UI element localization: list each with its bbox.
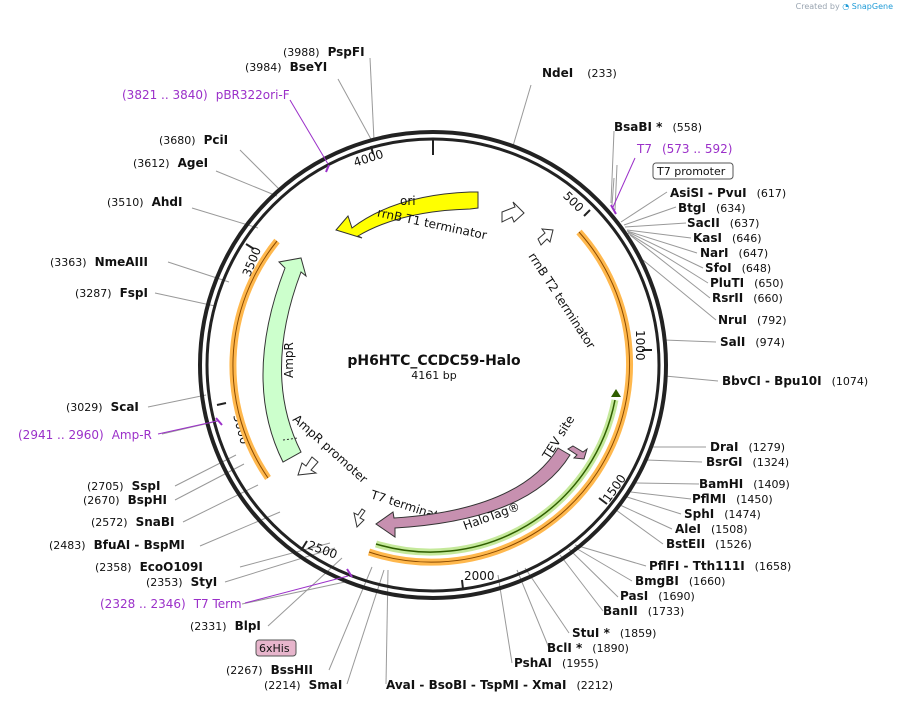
enzyme-pcii: (3680)PciI <box>159 133 228 147</box>
t7-promoter-text: T7 promoter <box>656 165 726 178</box>
primer-leader-lines <box>157 99 636 604</box>
rrnb-t2-feature <box>537 228 554 246</box>
enzyme-bamhi: BamHI(1409) <box>699 477 790 491</box>
enzyme-bsshii: (2267)BssHII <box>226 663 313 677</box>
rrnb-t1-feature <box>501 201 525 223</box>
t7-terminator-feature <box>353 508 366 529</box>
enzyme-bbvci: BbvCI - Bpu10I(1074) <box>722 374 868 388</box>
enzyme-sali: SalI(974) <box>720 335 785 349</box>
enzyme-alei: AleI(1508) <box>675 522 748 536</box>
enzyme-smai: (2214)SmaI <box>264 678 342 692</box>
enzyme-agei: (3612)AgeI <box>133 156 208 170</box>
enzyme-avai: AvaI - BsoBI - TspMI - XmaI(2212) <box>386 678 613 692</box>
tick-1000: 1000 <box>633 330 647 361</box>
primer-pbr322: (3821 .. 3840)pBR322ori-F <box>122 88 290 102</box>
primer-labels: (3821 .. 3840)pBR322ori-F T7(573 .. 592)… <box>18 88 732 611</box>
enzyme-rsrii: RsrII(660) <box>712 291 783 305</box>
enzyme-drai: DraI(1279) <box>710 440 785 454</box>
tick-4000: 4000 <box>352 147 385 170</box>
primer-amp-r: (2941 .. 2960)Amp-R <box>18 428 152 442</box>
enzyme-banii: BanII(1733) <box>603 604 684 618</box>
his-tag-text: 6xHis <box>259 642 290 655</box>
enzyme-bseyi: (3984)BseYI <box>245 60 327 74</box>
snapgene-logo-icon: ◔ <box>842 2 850 11</box>
enzyme-labels: (3988)PspFI (3984)BseYI NdeI(233) (3680)… <box>49 45 868 692</box>
enzyme-bsrgi: BsrGI(1324) <box>706 455 789 469</box>
enzyme-asisi: AsiSI - PvuI(617) <box>670 186 786 200</box>
enzyme-snabi: (2572)SnaBI <box>91 515 174 529</box>
tev-site-feature <box>567 445 588 460</box>
ori-label: ori <box>400 194 416 208</box>
enzyme-styi: (2353)StyI <box>146 575 217 589</box>
credit-brand: SnapGene <box>851 2 893 11</box>
halotag-feature <box>375 447 571 538</box>
enzyme-btgi: BtgI(634) <box>678 201 746 215</box>
enzyme-kasi: KasI(646) <box>693 231 762 245</box>
enzyme-sfoi: SfoI(648) <box>705 261 771 275</box>
enzyme-pspfi: (3988)PspFI <box>283 45 365 59</box>
ampr-promoter-feature <box>297 456 319 476</box>
enzyme-sphi: SphI(1474) <box>684 507 761 521</box>
ampr-label: AmpR <box>282 342 296 378</box>
enzyme-bfuai: (2483)BfuAI - BspMI <box>49 538 185 552</box>
enzyme-sacii: SacII(637) <box>687 216 759 230</box>
primer-t7: T7(573 .. 592) <box>636 142 732 156</box>
primer-sites <box>215 164 617 578</box>
enzyme-sspi: (2705)SspI <box>87 479 160 493</box>
enzyme-nmeaiii: (3363)NmeAIII <box>50 255 148 269</box>
enzyme-ahdi: (3510)AhdI <box>107 195 182 209</box>
plasmid-name: pH6HTC_CCDC59-Halo <box>347 353 521 369</box>
enzyme-pluti: PluTI(650) <box>710 276 784 290</box>
enzyme-stui: StuI *(1859) <box>572 626 656 640</box>
enzyme-bsabi: BsaBI *(558) <box>614 120 702 134</box>
credit-prefix: Created by <box>795 2 840 11</box>
enzyme-pasi: PasI(1690) <box>620 589 695 603</box>
tick-500: 500 <box>560 189 586 215</box>
plasmid-length: 4161 bp <box>411 369 456 382</box>
primer-t7-term: (2328 .. 2346)T7 Term <box>100 597 242 611</box>
enzyme-ndei: NdeI(233) <box>542 66 617 80</box>
t7-promoter-tag: T7 promoter <box>652 162 734 180</box>
enzyme-bsphi: (2670)BspHI <box>83 493 167 507</box>
enzyme-nari: NarI(647) <box>700 246 768 260</box>
ori-feature <box>335 191 479 239</box>
his-tag: 6xHis <box>255 639 297 657</box>
enzyme-bsteii: BstEII(1526) <box>666 537 752 551</box>
snapgene-credit: Created by ◔ SnapGene <box>796 2 893 11</box>
enzyme-bcli: BclI *(1890) <box>547 641 629 655</box>
enzyme-blpi: (2331)BlpI <box>190 619 261 633</box>
enzyme-fspi: (3287)FspI <box>75 286 148 300</box>
rrnb-t2-label: rrnB T2 terminator <box>525 250 598 351</box>
enzyme-bmgbi: BmgBI(1660) <box>635 574 725 588</box>
enzyme-scai: (3029)ScaI <box>66 400 139 414</box>
ampr-feature <box>262 257 307 463</box>
orf-inner-arc <box>374 399 619 556</box>
enzyme-ecoo109i: (2358)EcoO109I <box>95 560 203 574</box>
enzyme-pshai: PshAI(1955) <box>514 656 599 670</box>
tick-marks <box>216 139 652 590</box>
enzyme-nrui: NruI(792) <box>718 313 787 327</box>
tick-2000: 2000 <box>464 569 495 583</box>
enzyme-pflfi: PflFI - Tth111I(1658) <box>649 559 791 573</box>
tick-2500: 2500 <box>306 538 339 562</box>
enzyme-pflmi: PflMI(1450) <box>692 492 773 506</box>
